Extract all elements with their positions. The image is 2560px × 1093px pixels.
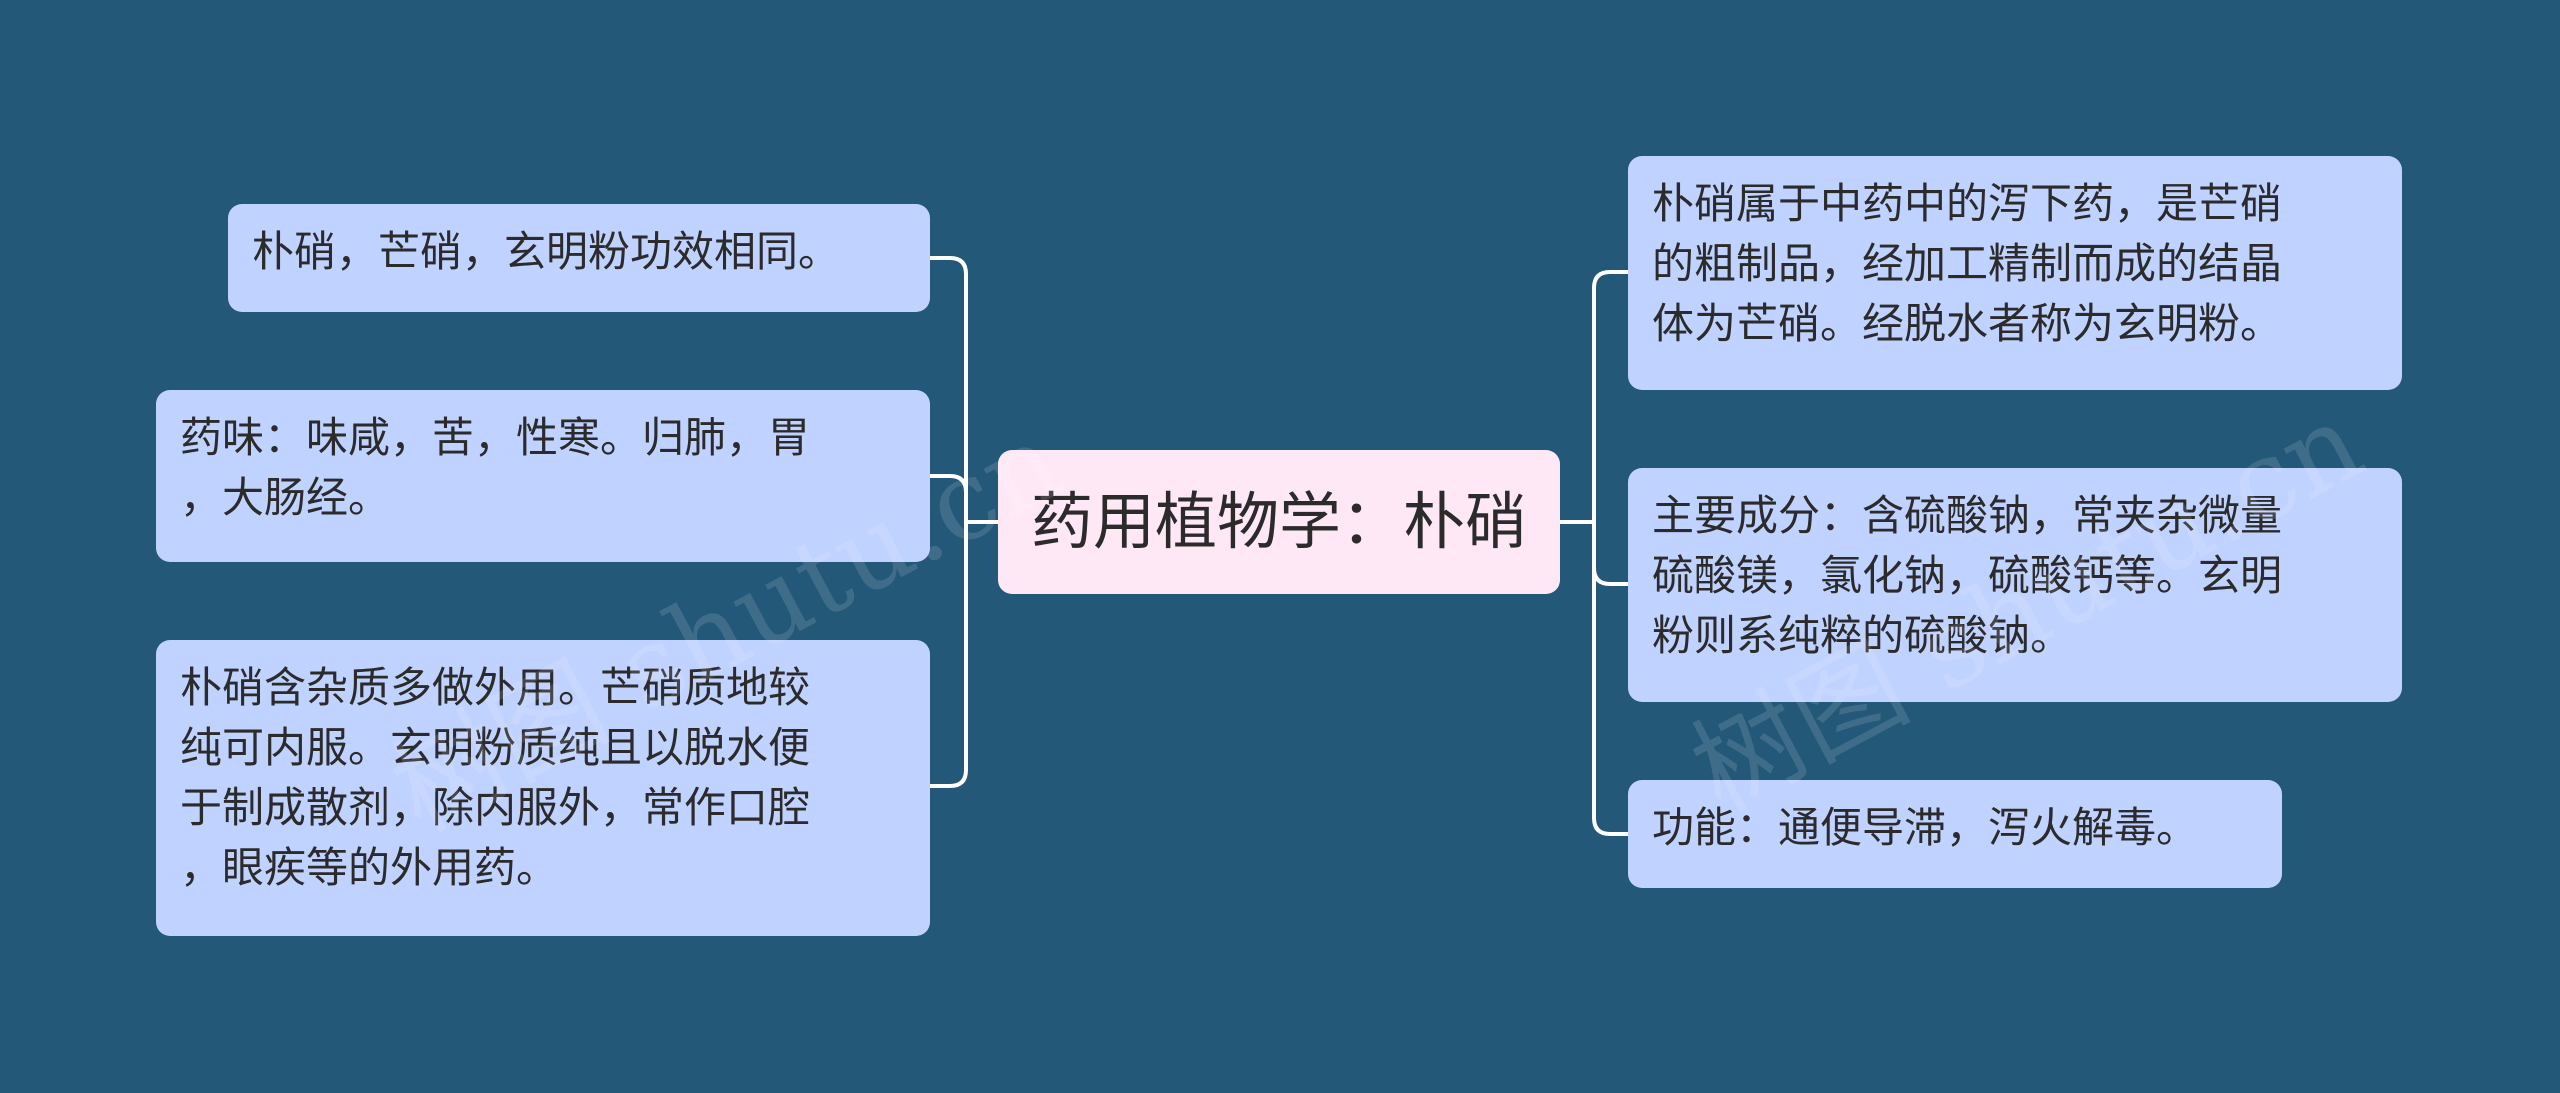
left-node-3-line-1: 朴硝含杂质多做外用。芒硝质地较 — [180, 663, 811, 712]
connector-right-mid — [1592, 567, 1628, 586]
left-node-3-line-2: 纯可内服。玄明粉质纯且以脱水便 — [180, 723, 811, 772]
left-node-3[interactable]: 朴硝含杂质多做外用。芒硝质地较 纯可内服。玄明粉质纯且以脱水便 于制成散剂，除内… — [156, 640, 930, 936]
connector-left-mid — [930, 474, 968, 493]
right-node-2-line-1: 主要成分：含硫酸钠，常夹杂微量 — [1652, 491, 2283, 540]
left-node-2-line-1: 药味：味咸，苦，性寒。归肺，胃 — [180, 413, 811, 462]
left-node-1-line-1: 朴硝，芒硝，玄明粉功效相同。 — [252, 227, 841, 276]
right-node-1-line-2: 的粗制品，经加工精制而成的结晶 — [1652, 239, 2283, 288]
right-node-2[interactable]: 主要成分：含硫酸钠，常夹杂微量 硫酸镁，氯化钠，硫酸钙等。玄明 粉则系纯粹的硫酸… — [1628, 468, 2402, 702]
right-node-2-line-2: 硫酸镁，氯化钠，硫酸钙等。玄明 — [1652, 551, 2283, 600]
right-node-1[interactable]: 朴硝属于中药中的泻下药，是芒硝 的粗制品，经加工精制而成的结晶 体为芒硝。经脱水… — [1628, 156, 2402, 390]
connector-left-bracket — [930, 256, 968, 788]
right-node-3-line-1: 功能：通便导滞，泻火解毒。 — [1652, 803, 2199, 852]
left-node-2-line-2: ，大肠经。 — [180, 473, 391, 522]
connector-right-bracket — [1592, 270, 1628, 836]
right-node-1-line-3: 体为芒硝。经脱水者称为玄明粉。 — [1652, 299, 2283, 348]
right-node-3[interactable]: 功能：通便导滞，泻火解毒。 — [1628, 780, 2282, 888]
left-node-2[interactable]: 药味：味咸，苦，性寒。归肺，胃 ，大肠经。 — [156, 390, 930, 562]
right-node-1-line-1: 朴硝属于中药中的泻下药，是芒硝 — [1652, 179, 2283, 228]
root-label: 药用植物学：朴硝 — [1030, 485, 1527, 558]
left-node-1[interactable]: 朴硝，芒硝，玄明粉功效相同。 — [228, 204, 930, 312]
left-node-3-line-4: ，眼疾等的外用药。 — [180, 843, 559, 892]
root-node[interactable]: 药用植物学：朴硝 — [998, 450, 1560, 594]
left-node-3-line-3: 于制成散剂，除内服外，常作口腔 — [180, 783, 811, 832]
right-node-2-line-3: 粉则系纯粹的硫酸钠。 — [1652, 611, 2073, 660]
